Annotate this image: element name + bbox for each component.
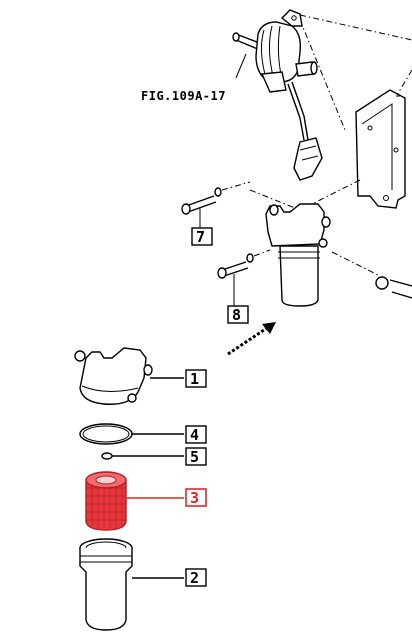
- part-1-filter-head: [74, 347, 184, 405]
- callout-7-label: 7: [196, 228, 205, 246]
- callout-2-label: 2: [190, 569, 199, 587]
- callout-7[interactable]: 7: [191, 227, 213, 246]
- assembled-fuel-filter: [265, 203, 412, 307]
- callout-4[interactable]: 4: [185, 425, 207, 444]
- callout-3-label: 3: [190, 489, 199, 507]
- callout-4-label: 4: [190, 426, 199, 444]
- callout-3[interactable]: 3: [185, 488, 207, 507]
- fuel-pump-assembly: [232, 9, 412, 181]
- figure-reference-label: FIG.109A-17: [141, 89, 226, 103]
- direction-arrow: [227, 322, 276, 356]
- callout-5-label: 5: [190, 448, 199, 466]
- part-4-o-ring: [79, 423, 184, 445]
- mounting-bracket: [249, 89, 406, 211]
- bolt-7: [181, 181, 251, 228]
- callout-1[interactable]: 1: [185, 369, 207, 388]
- callout-5[interactable]: 5: [185, 447, 207, 466]
- callout-1-label: 1: [190, 370, 199, 388]
- part-2-filter-bowl: [79, 538, 184, 631]
- bolt-8: [217, 249, 271, 306]
- part-3-filter-element: [85, 471, 184, 531]
- callout-8-label: 8: [232, 306, 241, 324]
- callout-8[interactable]: 8: [227, 305, 249, 324]
- callout-2[interactable]: 2: [185, 568, 207, 587]
- figure-reference: FIG.109A-17: [141, 89, 226, 103]
- part-5-small-seal: [101, 452, 184, 460]
